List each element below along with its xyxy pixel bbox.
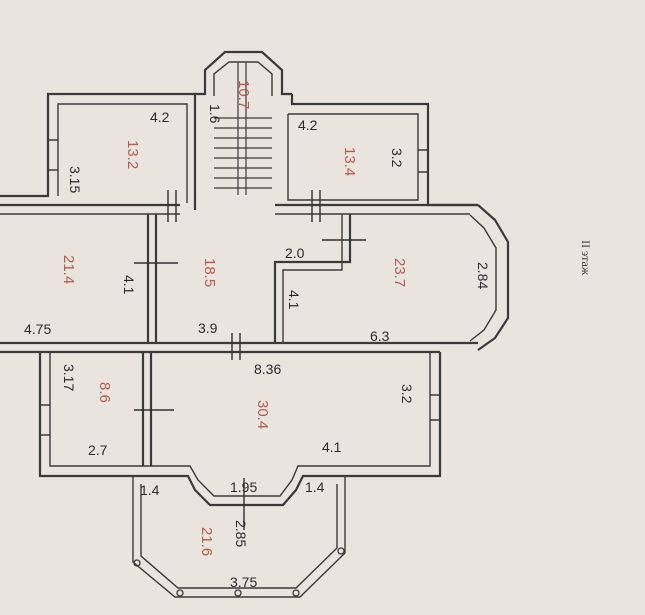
dim-top-right-width: 4.2: [298, 117, 318, 133]
dim-room-right-depth: 4.1: [286, 290, 302, 310]
area-hall: 18.5: [201, 258, 218, 287]
floor-caption: II этаж: [579, 240, 593, 276]
dim-room-left-width: 4.75: [24, 321, 51, 337]
dim-bottom-left-depth: 3.17: [61, 364, 77, 391]
dim-balcony-width: 3.75: [230, 574, 257, 590]
dim-top-right-depth: 3.2: [389, 148, 405, 168]
dim-stair-width: 1.6: [207, 104, 223, 124]
area-room-bottom: 30.4: [254, 400, 271, 429]
openings: [40, 139, 440, 530]
dim-bottom-left-width: 2.7: [88, 442, 108, 458]
area-room-left: 21.4: [60, 255, 77, 284]
area-labels: 10.7 13.2 13.4 21.4 18.5 23.7 8.6 30.4 2…: [60, 80, 408, 556]
dim-top-left-depth: 3.15: [67, 166, 83, 193]
dim-bottom-width: 8.36: [254, 361, 281, 377]
area-room-right: 23.7: [391, 258, 408, 287]
dim-bottom-depth: 3.2: [399, 384, 415, 404]
dim-top-left-width: 4.2: [150, 109, 170, 125]
dim-hall-width: 3.9: [198, 320, 218, 336]
area-stair: 10.7: [235, 80, 252, 109]
dim-room-right-width: 6.3: [370, 328, 390, 344]
dim-bottom-side: 4.1: [322, 439, 342, 455]
staircase: [214, 62, 272, 195]
dim-bay: 2.84: [475, 262, 491, 289]
area-balcony: 21.6: [198, 527, 215, 556]
area-room-top-left: 13.2: [124, 140, 141, 169]
dim-balcony-left: 1.4: [140, 482, 160, 498]
dim-room-left-depth: 4.1: [121, 275, 137, 295]
dim-balcony-right: 1.4: [305, 479, 325, 495]
dim-balcony-depth: 2.85: [233, 520, 249, 547]
area-room-top-right: 13.4: [341, 147, 358, 176]
dim-corridor: 2.0: [285, 245, 305, 261]
balcony-posts: [133, 547, 345, 597]
dim-balcony-inner: 1.95: [230, 479, 257, 495]
area-room-bottom-left: 8.6: [96, 382, 113, 403]
walls: [0, 50, 510, 598]
dimension-labels: 1.6 4.2 3.15 4.2 3.2 4.75 4.1 3.9 2.0 4.…: [24, 104, 491, 590]
